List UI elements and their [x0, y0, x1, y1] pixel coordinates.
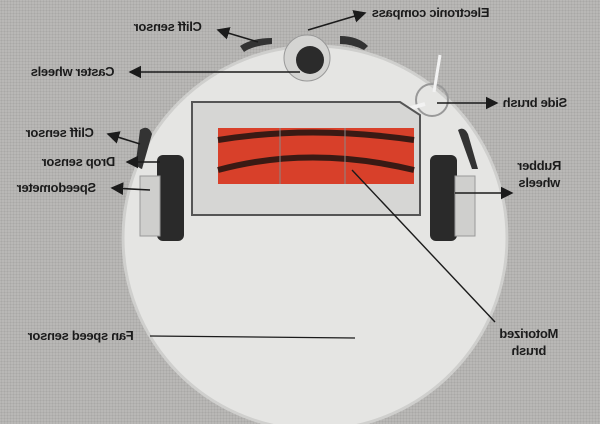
- label-fan-speed-sensor: Fan speed sensor: [28, 328, 134, 343]
- cliff-sensor-top-left: [240, 38, 272, 52]
- right-wheel: [430, 155, 457, 241]
- cliff-sensor-right: [458, 128, 478, 169]
- cliff-sensor-left: [136, 127, 152, 169]
- left-wheel: [157, 155, 184, 241]
- label-side-brush: Side brush: [503, 95, 568, 110]
- label-cliff-sensor-top: Cliff sensor: [134, 19, 202, 34]
- cliff-sensor-top-right: [340, 36, 368, 50]
- side-brush: [415, 83, 449, 117]
- label-speedometer: Speedometer: [17, 180, 97, 195]
- label-drop-sensor: Drop sensor: [42, 154, 116, 169]
- label-cliff-sensor-left: Cliff sensor: [26, 125, 94, 140]
- label-electronic-compass: Electronic compass: [372, 5, 490, 20]
- label-caster-wheels: Caster wheels: [31, 64, 115, 79]
